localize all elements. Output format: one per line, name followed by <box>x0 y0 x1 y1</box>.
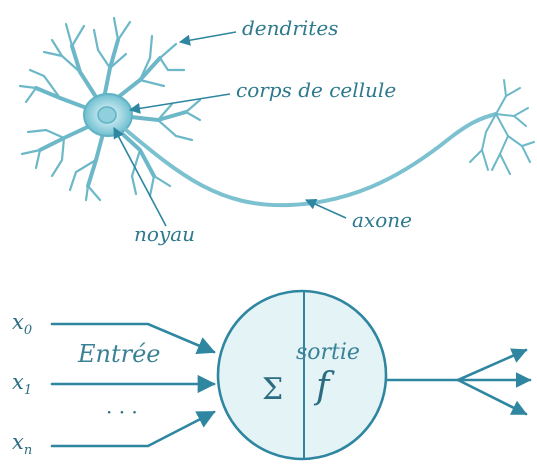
label-input: Entrée <box>78 340 161 368</box>
input-x1: x1 <box>12 370 32 398</box>
label-output: sortie <box>296 340 360 365</box>
output-arrow-up <box>458 350 526 380</box>
dendrites-pointer <box>180 32 236 42</box>
input-xn: xn <box>12 430 32 458</box>
input-x0: x0 <box>12 310 32 338</box>
label-dendrites: dendrites <box>242 16 338 40</box>
output-lines <box>386 350 530 414</box>
output-arrow-down <box>458 380 526 414</box>
input-ellipsis: · · · <box>106 400 138 424</box>
label-nucleus: noyau <box>134 222 195 246</box>
neuron-unit <box>218 291 386 459</box>
label-axon: axone <box>352 208 412 232</box>
axon <box>126 114 496 205</box>
axon-terminals <box>470 80 534 174</box>
sum-symbol: Σ <box>262 372 283 407</box>
label-cell-body: corps de cellule <box>236 78 396 102</box>
cell-body-pointer <box>130 94 230 110</box>
activation-symbol: f <box>316 366 329 407</box>
nucleus <box>98 107 116 123</box>
